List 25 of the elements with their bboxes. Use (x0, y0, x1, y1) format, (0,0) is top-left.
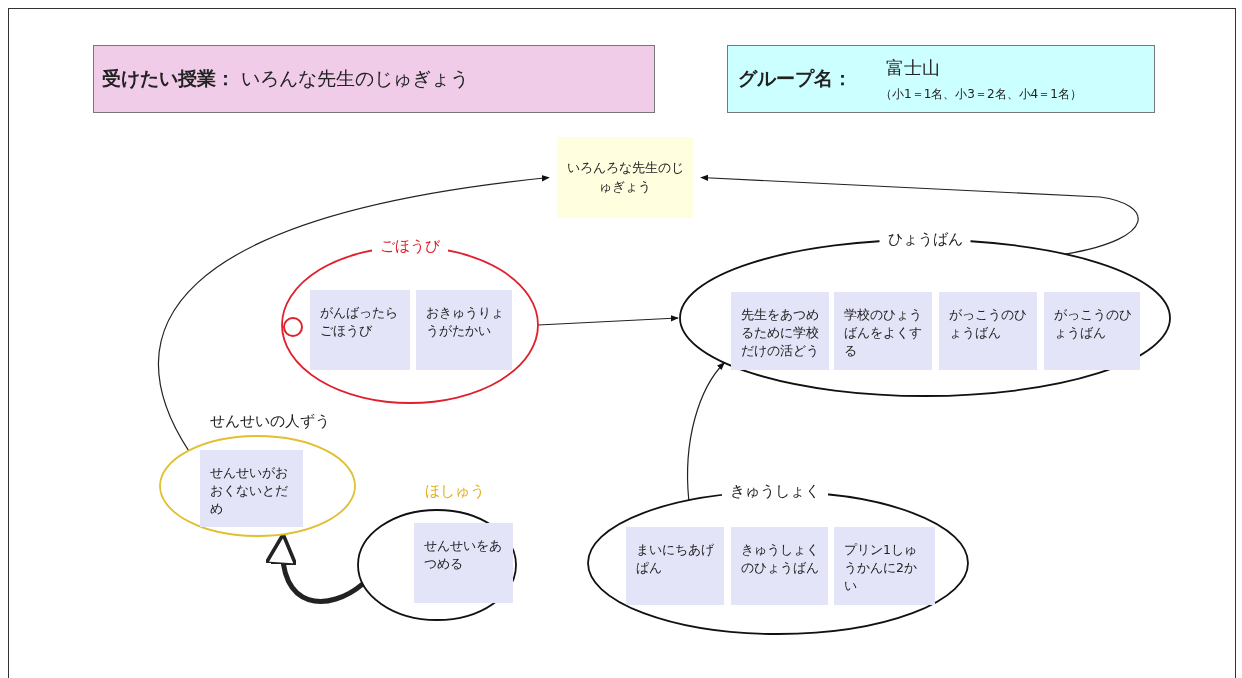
sticky-note: 学校のひょうばんをよくする (834, 292, 932, 370)
arrow (157, 175, 550, 452)
sticky-note: がっこうのひょうばん (939, 292, 1037, 370)
arrow (537, 315, 679, 326)
sticky-note: せんせいがおおくないとだめ (200, 450, 303, 527)
group-label: グループ名： (738, 66, 852, 91)
arrow (700, 174, 1139, 255)
title-box: 受けたい授業： いろんな先生のじゅぎょう (93, 45, 655, 113)
sticky-note: プリン1しゅうかんに2かい (834, 527, 935, 605)
group-heading: きゅうしょく (722, 482, 828, 501)
sticky-note: がんばったらごほうび (310, 290, 410, 370)
sticky-note: がっこうのひょうばん (1044, 292, 1140, 370)
group-heading: ひょうばん (879, 230, 971, 249)
arrow (265, 532, 365, 604)
member-count: （小1＝1名、小3＝2名、小4＝1名） (880, 86, 1082, 103)
goal-box: いろんろな先生のじゅぎょう (557, 137, 693, 218)
sticky-note: きゅうしょくのひょうばん (731, 527, 828, 605)
sticky-note: 先生をあつめるために学校だけの活どう (731, 292, 829, 370)
sticky-note: せんせいをあつめる (414, 523, 513, 603)
group-name-box (727, 45, 1155, 113)
sticky-note: まいにちあげぱん (626, 527, 724, 605)
group-name: 富士山 (886, 56, 940, 80)
group-heading: ごほうび (372, 237, 448, 256)
sticky-note: おきゅうりょうがたかい (416, 290, 512, 370)
arrow (687, 362, 725, 501)
